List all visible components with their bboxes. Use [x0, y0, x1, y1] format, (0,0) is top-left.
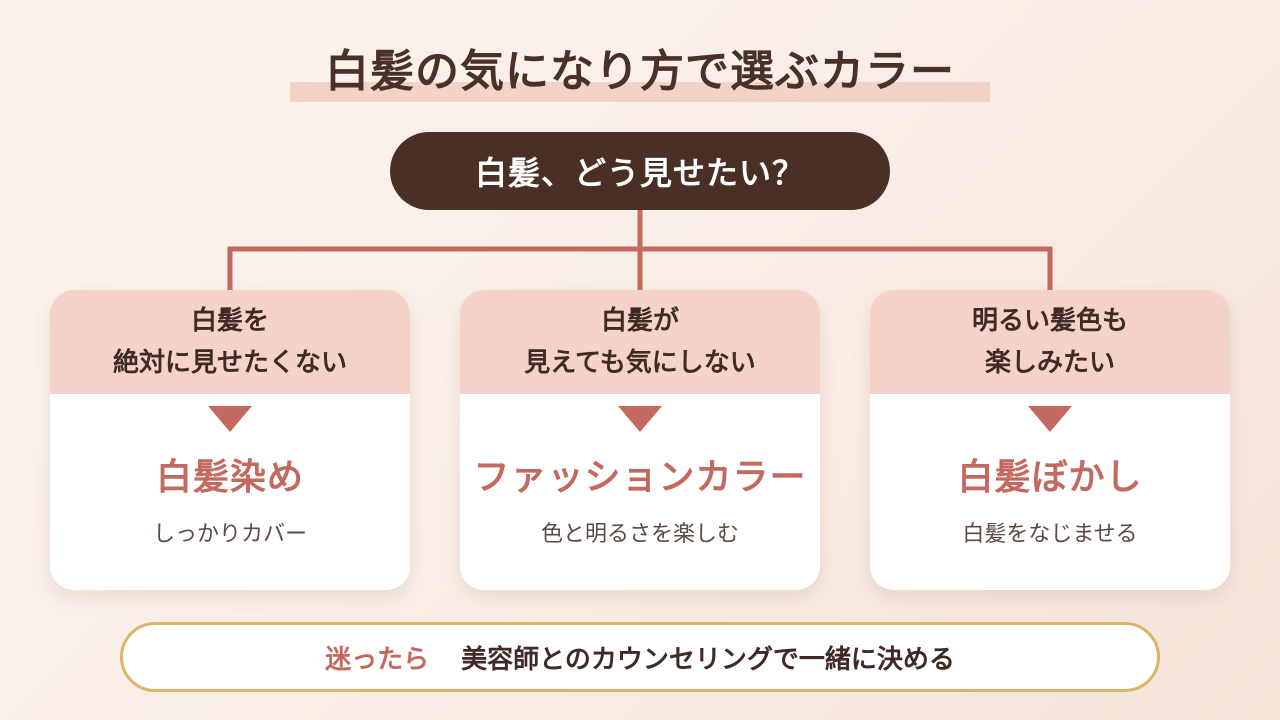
card-result: ファッションカラー [473, 457, 807, 498]
option-card-fashion: 白髪が 見えても気にしない ファッションカラー 色と明るさを楽しむ [460, 290, 820, 590]
footer-text: 美容師とのカウンセリングで一緒に決める [461, 644, 955, 675]
card-condition: 白髪を 絶対に見せたくない [50, 290, 410, 394]
card-description: 色と明るさを楽しむ [540, 522, 739, 547]
option-card-cover: 白髪を 絶対に見せたくない 白髪染め しっかりカバー [50, 290, 410, 590]
card-condition-line1: 白髪が [600, 306, 679, 336]
card-condition: 白髪が 見えても気にしない [460, 290, 820, 394]
card-condition: 明るい髪色も 楽しみたい [870, 290, 1230, 394]
down-arrow-icon [208, 406, 252, 432]
footer-advice: 迷ったら 美容師とのカウンセリングで一緒に決める [120, 622, 1160, 692]
card-description: しっかりカバー [152, 522, 307, 547]
down-arrow-icon [618, 406, 662, 432]
card-result: 白髪ぼかし [957, 457, 1143, 498]
option-card-blend: 明るい髪色も 楽しみたい 白髪ぼかし 白髪をなじませる [870, 290, 1230, 590]
title-highlight [290, 82, 990, 102]
card-condition-line1: 明るい髪色も [971, 306, 1128, 336]
card-description: 白髪をなじませる [962, 522, 1138, 547]
card-condition-line2: 楽しみたい [984, 348, 1115, 378]
card-condition-line1: 白髪を [190, 306, 269, 336]
card-condition-line2: 見えても気にしない [524, 348, 756, 378]
down-arrow-icon [1028, 406, 1072, 432]
question-box: 白髪、どう見せたい？ [390, 132, 890, 210]
footer-label: 迷ったら [325, 644, 430, 675]
card-condition-line2: 絶対に見せたくない [112, 348, 347, 378]
page-title: 白髪の気になり方で選ぶカラー [325, 46, 955, 97]
card-result: 白髪染め [155, 457, 304, 498]
